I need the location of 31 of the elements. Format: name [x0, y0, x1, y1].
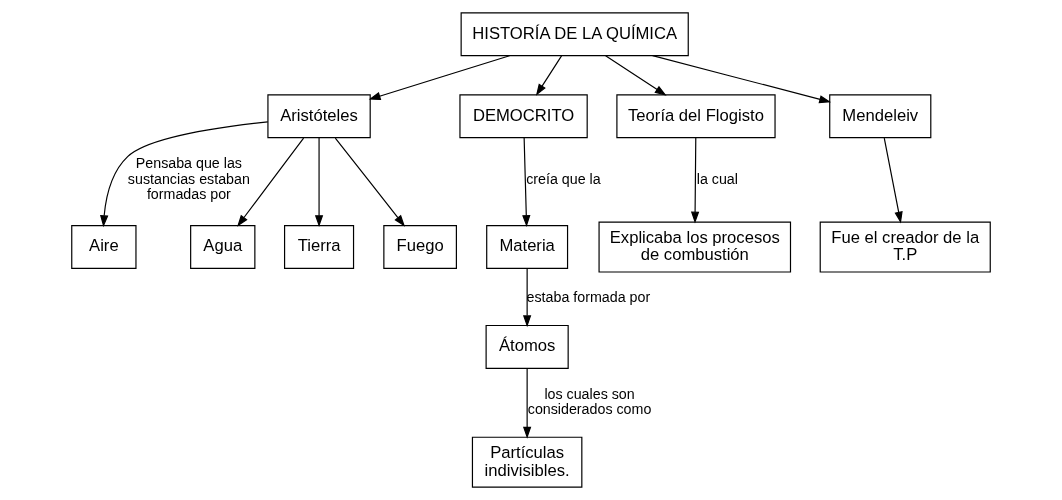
node-box: Fue el creador de la T.P	[819, 221, 991, 273]
node-box: Partículas indivisibles.	[471, 436, 583, 488]
arrow	[690, 137, 700, 224]
node-box: Mendeleiv	[829, 94, 932, 139]
arrow	[522, 268, 532, 328]
node-box: Tierra	[284, 225, 355, 270]
edge-label: Pensaba que las sustancias estaban formadas por	[127, 155, 250, 202]
node-box: Materia	[486, 225, 569, 270]
edge-label: creía que la	[526, 170, 601, 187]
arrow	[652, 55, 832, 104]
arrow	[237, 137, 305, 227]
node-box: DEMOCRITO	[459, 94, 588, 139]
node-box: HISTORÍA DE LA QUÍMICA	[460, 12, 689, 57]
edge-label: los cuales son considerados como	[527, 385, 652, 418]
arrow	[535, 55, 563, 96]
node-box: Fuego	[383, 225, 457, 270]
arrow	[522, 368, 532, 439]
node-box: Agua	[190, 225, 256, 270]
arrow	[605, 55, 667, 96]
arrow	[522, 137, 531, 228]
arrow	[334, 137, 406, 227]
arrow	[314, 137, 324, 228]
arrow	[100, 121, 269, 228]
edge-label: la cual	[696, 170, 738, 187]
node-box: Explicaba los procesos de combustión	[598, 221, 792, 273]
node-box: Aristóteles	[267, 94, 371, 139]
node-box: Átomos	[485, 324, 569, 369]
node-box: Aire	[71, 225, 137, 270]
node-box: Teoría del Flogisto	[616, 94, 776, 139]
arrow	[368, 55, 511, 100]
arrow	[883, 137, 903, 224]
